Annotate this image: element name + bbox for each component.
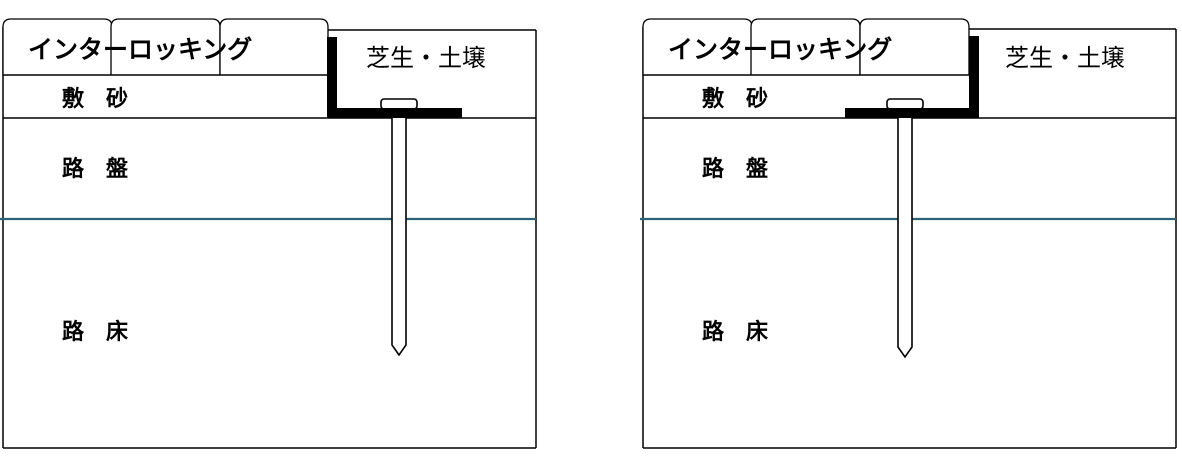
paver-block-2	[750, 18, 861, 75]
pin-head-icon	[886, 98, 924, 110]
roadbed-label: 路 盤	[62, 156, 129, 182]
paver-block-3	[859, 18, 970, 75]
diagram-left: インターロッキング 芝生・土壌 敷 砂 路 盤 路 床	[0, 18, 537, 449]
l-edging-icon	[327, 37, 462, 118]
paver-label: インターロッキング	[28, 35, 252, 64]
paver-block-3	[219, 18, 329, 75]
paver-blocks	[642, 18, 970, 75]
paver-block-2	[110, 18, 221, 75]
subgrade-label: 路 床	[62, 319, 129, 345]
bedding-sand-label: 敷 砂	[62, 86, 128, 112]
pin-shaft-icon	[897, 117, 913, 359]
diagram-right: インターロッキング 芝生・土壌 敷 砂 路 盤 路 床	[640, 18, 1177, 449]
pin-head-icon	[380, 98, 418, 110]
l-edging-icon	[845, 36, 979, 118]
lawn-soil-label: 芝生・土壌	[366, 44, 486, 72]
lawn-soil-label: 芝生・土壌	[1005, 44, 1125, 72]
pin-shaft-icon	[391, 117, 407, 357]
paver-label: インターロッキング	[668, 35, 892, 64]
roadbed-label: 路 盤	[702, 156, 769, 182]
paver-blocks	[2, 18, 329, 75]
bedding-sand-label: 敷 砂	[702, 86, 768, 112]
subgrade-label: 路 床	[702, 319, 769, 345]
